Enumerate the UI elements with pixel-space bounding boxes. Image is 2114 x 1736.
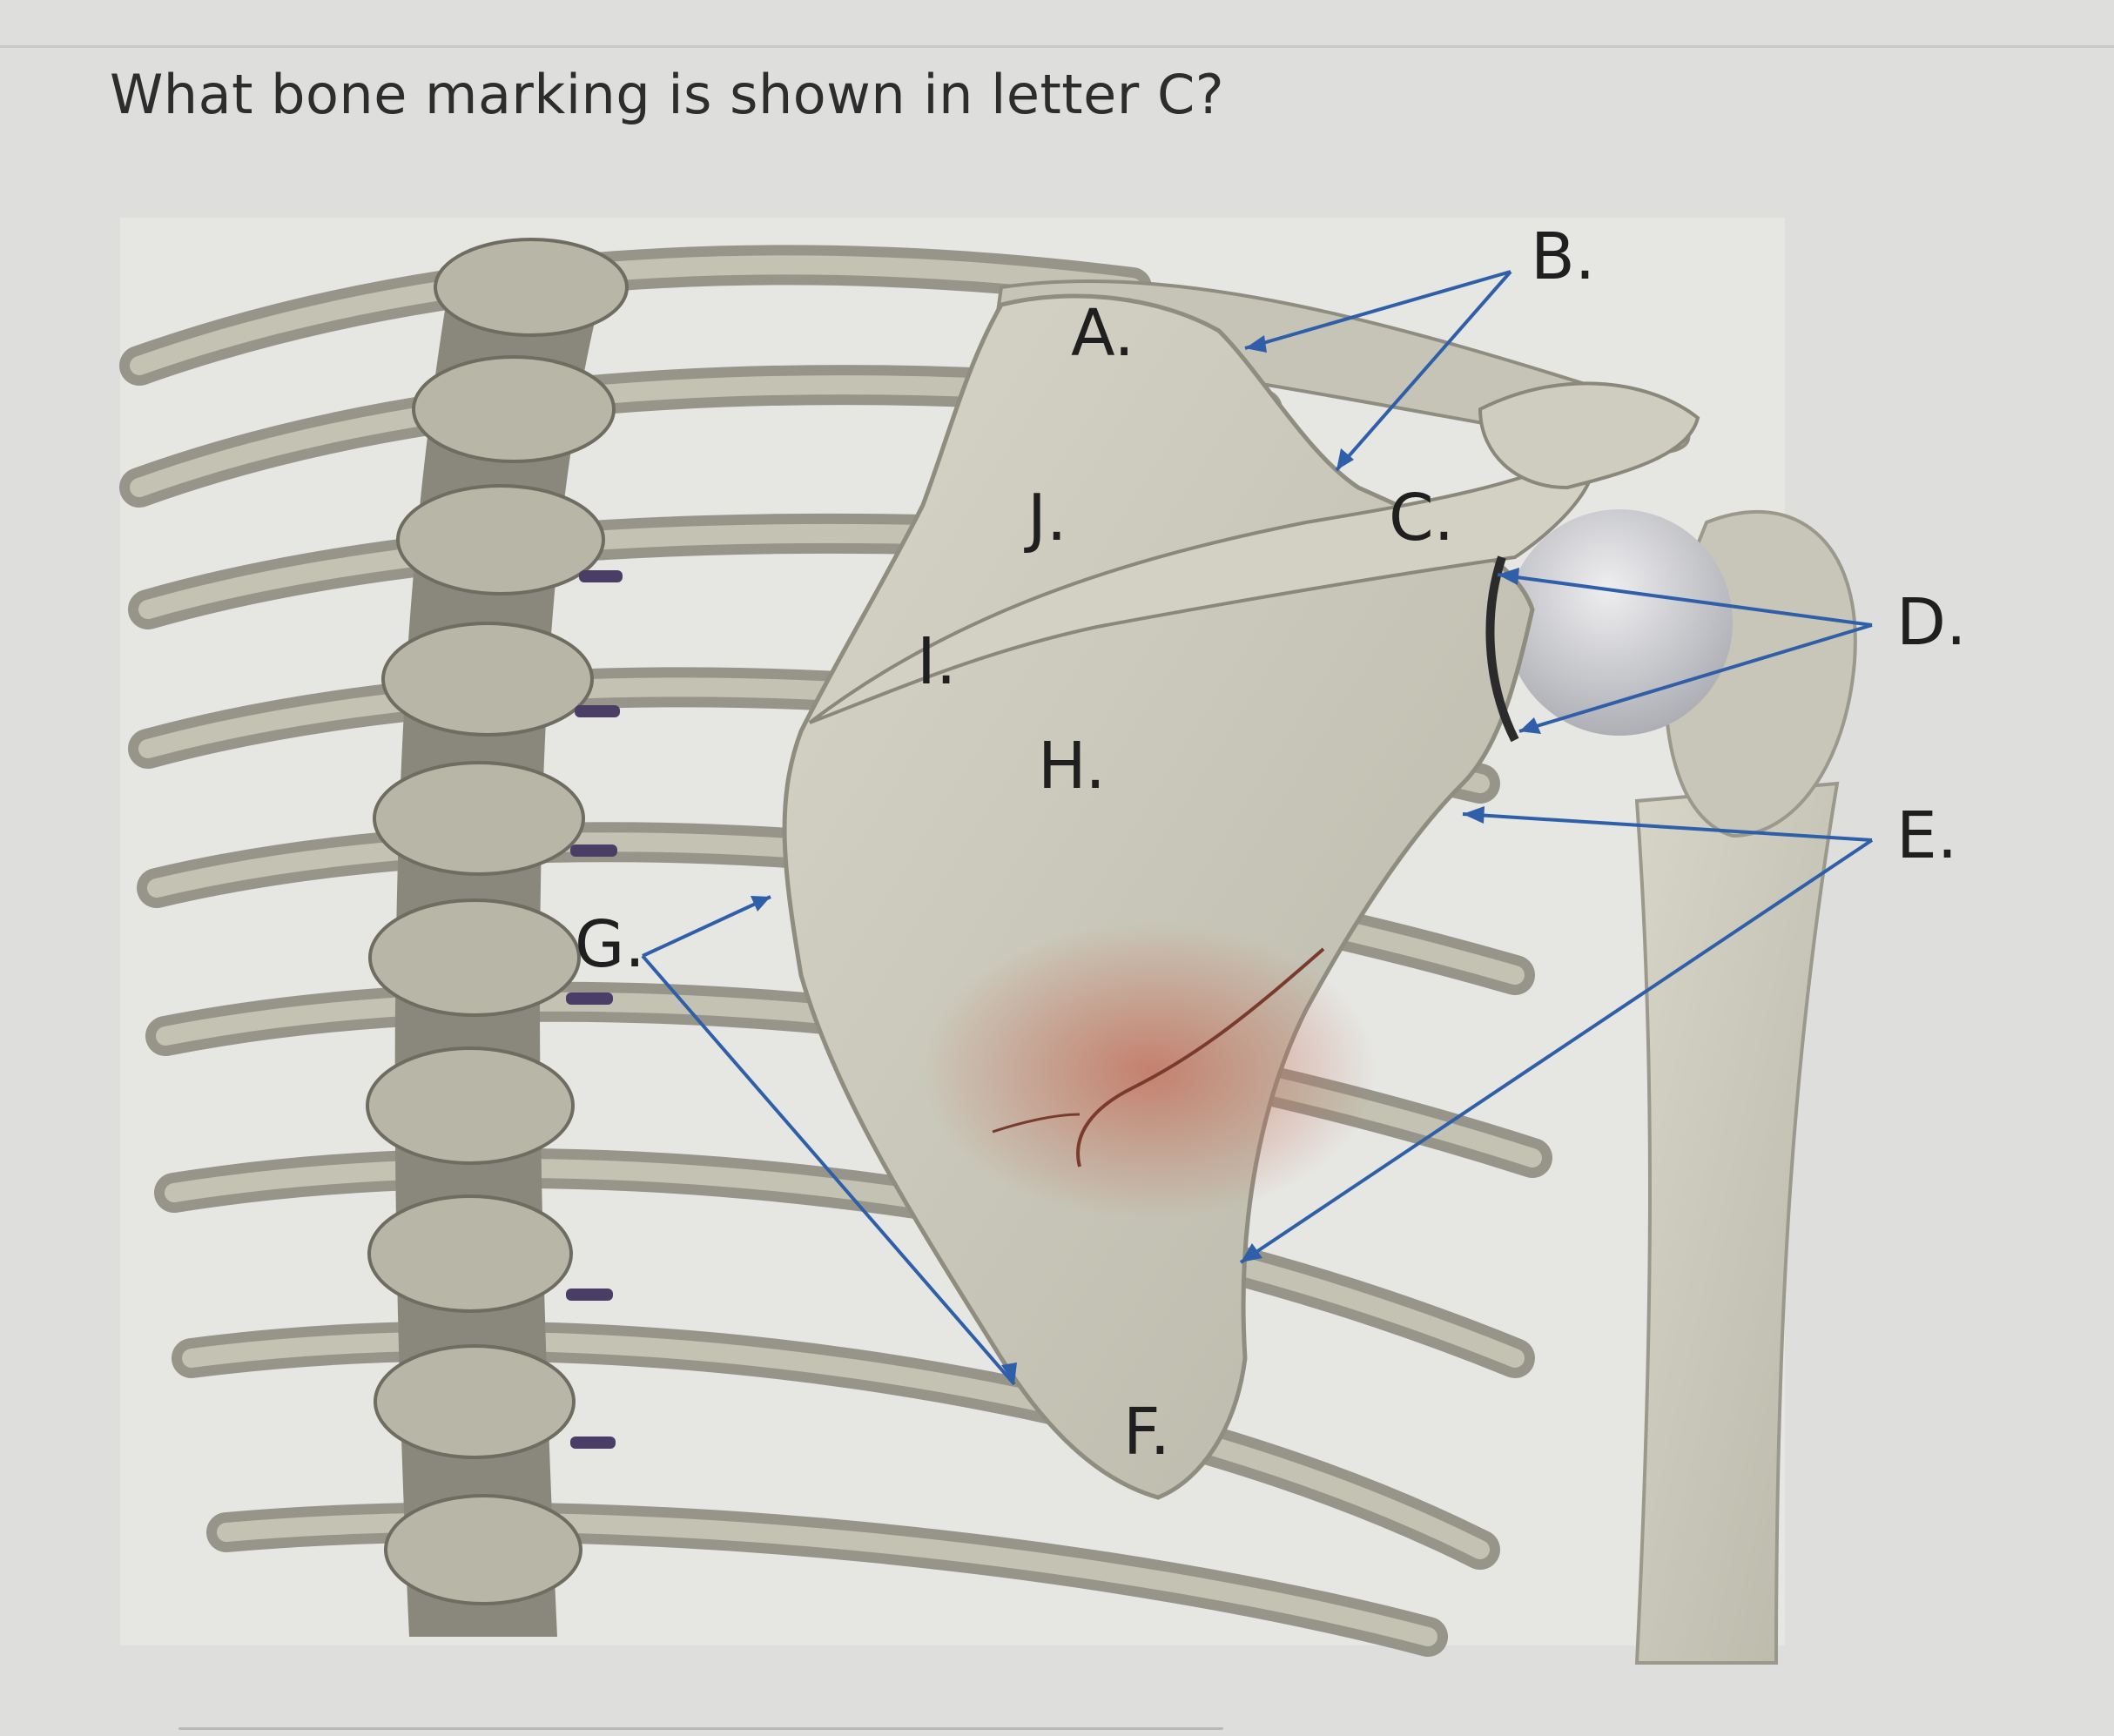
- arrow-b-1: [1244, 270, 1511, 350]
- label-a: A.: [1071, 296, 1134, 371]
- label-i: I.: [917, 624, 956, 699]
- arrow-d-1: [1497, 573, 1873, 627]
- humerus: [1506, 509, 1857, 1665]
- top-divider: [0, 45, 2114, 48]
- question-text: What bone marking is shown in letter C?: [110, 63, 1225, 126]
- vertebral-column: [366, 238, 629, 1637]
- arrow-b-2: [1335, 270, 1512, 472]
- label-b: B.: [1531, 219, 1595, 294]
- arrow-d-2: [1518, 623, 1873, 733]
- label-g: G.: [575, 907, 645, 982]
- label-d: D.: [1896, 585, 1967, 660]
- arrow-e-1: [1462, 812, 1873, 842]
- arrow-g-1: [642, 895, 771, 958]
- arrow-g-2: [641, 954, 1016, 1386]
- scapula: [782, 293, 1700, 1500]
- arrow-heads: [751, 335, 1541, 1384]
- arrow-e-2: [1239, 838, 1874, 1264]
- label-f: F.: [1123, 1395, 1170, 1470]
- label-e: E.: [1896, 798, 1957, 873]
- label-c: C.: [1389, 481, 1454, 555]
- pointer-lines: [641, 270, 1874, 1386]
- answer-field-edge: [178, 1727, 1223, 1730]
- label-h: H.: [1038, 729, 1106, 804]
- label-j: J.: [1024, 481, 1067, 555]
